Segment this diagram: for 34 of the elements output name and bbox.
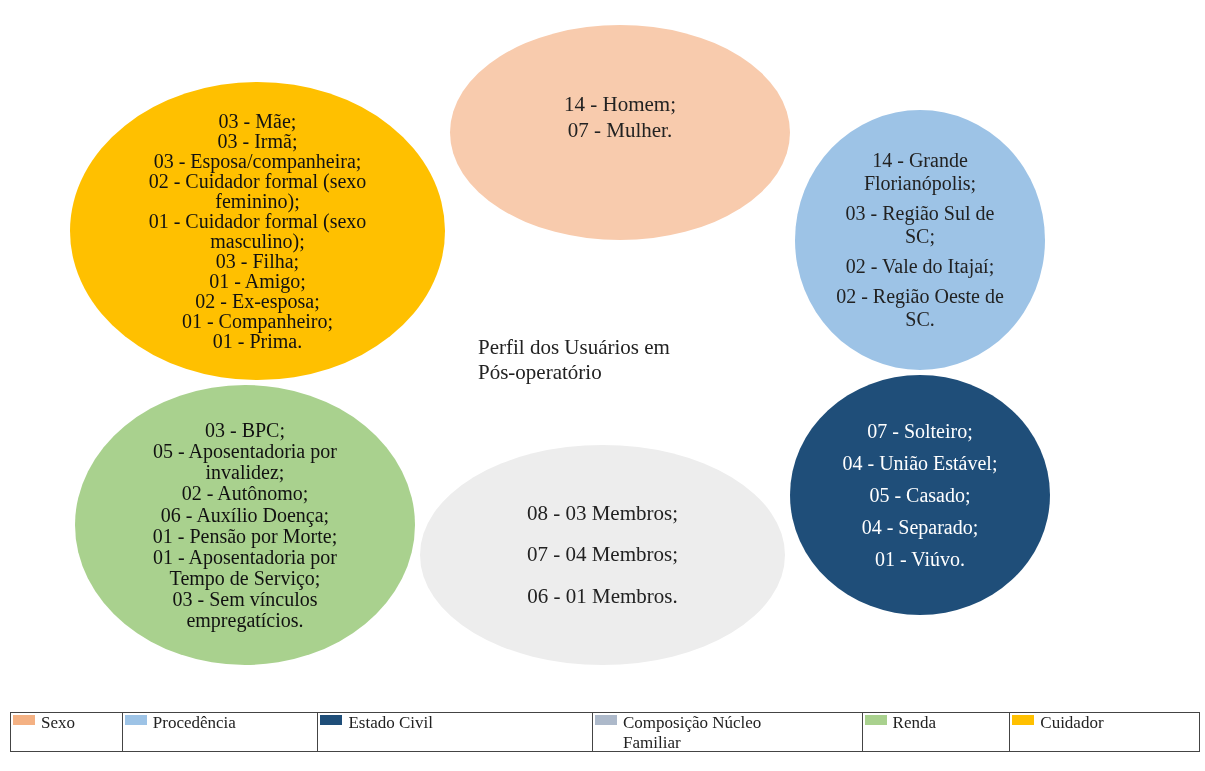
item-text: 01 - Aposentadoria por Tempo de Serviço; xyxy=(152,547,338,589)
item-text: 05 - Aposentadoria por invalidez; xyxy=(152,441,338,483)
item-text: 06 - Auxílio Doença; xyxy=(159,504,331,525)
item-text: 07 - Solteiro; xyxy=(866,419,974,443)
legend-label: Procedência xyxy=(152,713,236,733)
item-text: 07 - 04 Membros; xyxy=(525,542,680,568)
item-text: 03 - Mãe; xyxy=(217,111,298,131)
item-text: 04 - União Estável; xyxy=(841,451,999,475)
item-text: 01 - Viúvo. xyxy=(873,547,967,571)
item-text: 14 - Grande Florianópolis; xyxy=(862,149,978,195)
item-text: 07 - Mulher. xyxy=(566,117,674,143)
legend-label: Renda xyxy=(892,713,936,733)
item-text: 01 - Companheiro; xyxy=(180,311,335,331)
item-text: 03 - Irmã; xyxy=(216,131,299,151)
item-text: 03 - Sem vínculos empregatícios. xyxy=(172,589,318,630)
item-text: 02 - Autônomo; xyxy=(180,483,310,504)
item-text: 03 - BPC; xyxy=(204,420,286,441)
item-text: 03 - Filha; xyxy=(215,251,300,271)
legend-label: Sexo xyxy=(41,713,75,733)
item-text: 01 - Cuidador formal (sexo masculino); xyxy=(147,211,368,251)
item-text: 01 - Amigo; xyxy=(208,271,307,291)
item-text: 02 - Região Oeste de SC. xyxy=(835,285,1005,331)
item-text: 03 - Região Sul de SC; xyxy=(844,202,996,248)
item-text: 14 - Homem; xyxy=(563,92,677,118)
item-text: 04 - Separado; xyxy=(860,515,980,539)
legend-label: Estado Civil xyxy=(348,713,433,733)
item-text: 01 - Pensão por Morte; xyxy=(151,526,339,547)
item-text: 02 - Vale do Itajaí; xyxy=(844,255,996,278)
item-text: 08 - 03 Membros; xyxy=(525,501,680,527)
legend-label: Composição Núcleo Familiar xyxy=(623,713,763,753)
center-title: Perfil dos Usuários em Pós-operatório xyxy=(478,335,671,386)
item-text: 06 - 01 Membros. xyxy=(526,583,679,609)
item-text: 05 - Casado; xyxy=(868,483,972,507)
legend-label: Cuidador xyxy=(1040,713,1104,733)
